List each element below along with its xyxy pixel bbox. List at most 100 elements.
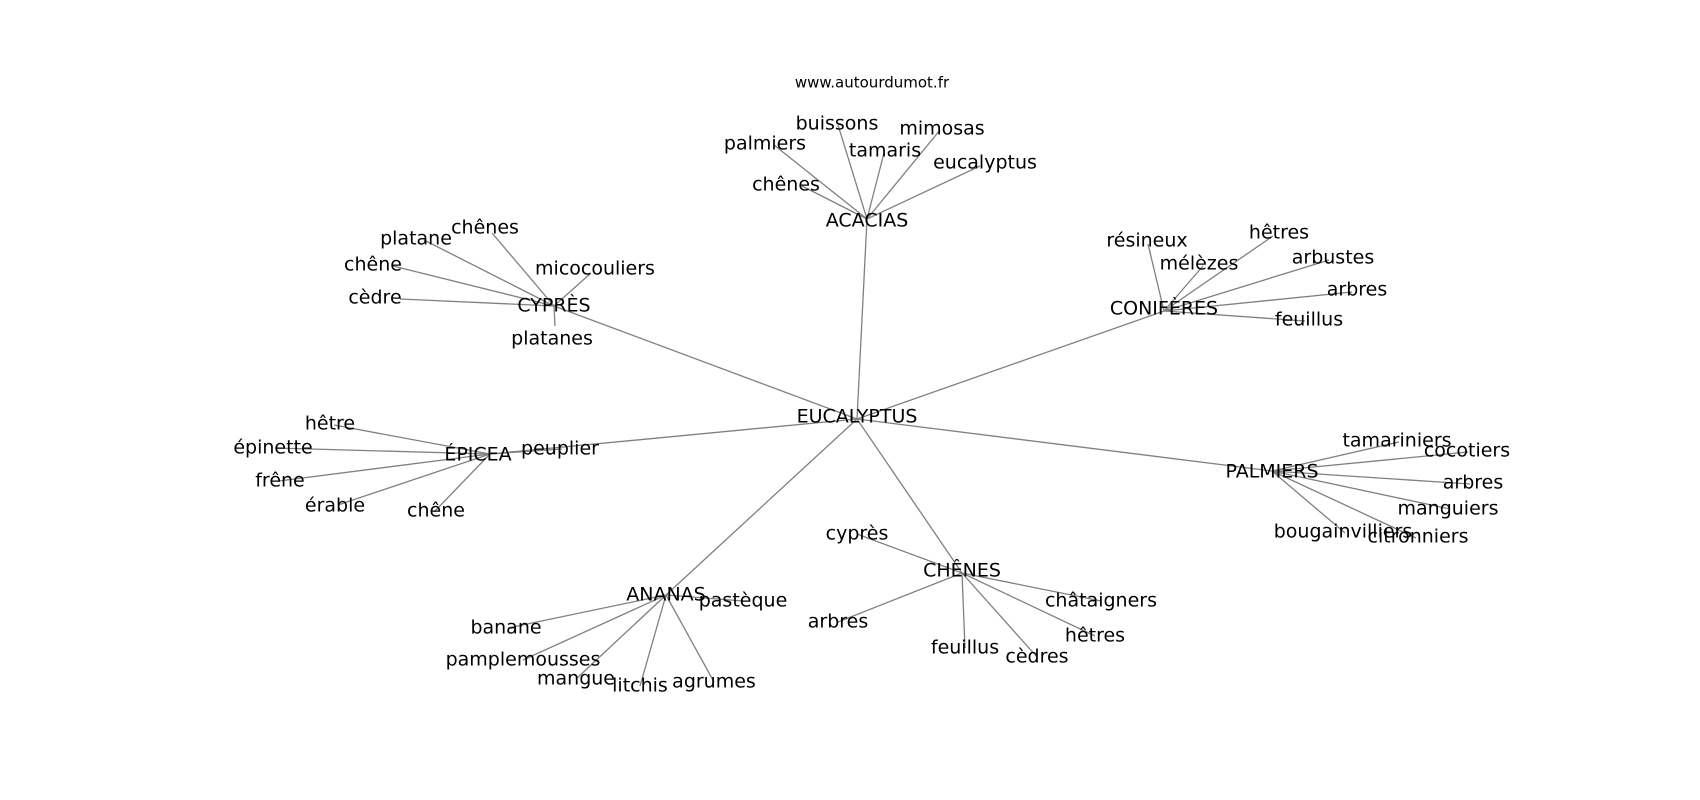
leaf-node[interactable]: feuillus bbox=[931, 637, 999, 659]
hub-node[interactable]: ANANAS bbox=[626, 584, 705, 606]
hub-leaf-edge bbox=[553, 305, 556, 327]
leaf-node[interactable]: érable bbox=[305, 495, 365, 517]
leaf-node[interactable]: palmiers bbox=[724, 133, 806, 155]
hub-leaf-edge bbox=[1163, 291, 1353, 312]
leaf-node[interactable]: tamaris bbox=[849, 140, 921, 162]
root-hub-edge bbox=[553, 305, 858, 420]
root-hub-edge bbox=[856, 218, 868, 420]
leaf-node[interactable]: hêtres bbox=[1065, 625, 1125, 647]
leaf-node[interactable]: cèdres bbox=[1005, 646, 1068, 668]
leaf-node[interactable]: tamariniers bbox=[1342, 430, 1451, 452]
cluster-acacias: ACACIAS chênes palmiers buissons tamaris… bbox=[724, 113, 1037, 232]
hub-leaf-edge bbox=[399, 298, 555, 307]
leaf-node[interactable]: mangue bbox=[537, 668, 615, 690]
hub-leaf-edge bbox=[837, 124, 868, 220]
leaf-node[interactable]: arbres bbox=[1327, 279, 1388, 301]
hub-leaf-edge bbox=[665, 594, 715, 683]
hub-leaf-edge bbox=[866, 129, 941, 220]
root-hub-edge bbox=[856, 310, 1165, 420]
hub-leaf-edge bbox=[491, 232, 555, 307]
leaf-node[interactable]: peuplier bbox=[521, 438, 599, 460]
hub-leaf-edge bbox=[961, 572, 1038, 658]
hub-leaf-edge bbox=[433, 453, 491, 513]
hub-leaf-edge bbox=[522, 594, 667, 661]
leaf-node[interactable]: châtaigners bbox=[1045, 590, 1157, 612]
hub-node[interactable]: ACACIAS bbox=[826, 210, 909, 232]
hub-leaf-edge bbox=[575, 594, 667, 680]
hub-leaf-edge bbox=[489, 448, 563, 455]
root-hub-edge bbox=[856, 418, 963, 574]
hub-leaf-edge bbox=[866, 152, 885, 220]
leaf-node[interactable]: platanes bbox=[511, 328, 593, 350]
leaf-node[interactable]: chênes bbox=[752, 174, 820, 196]
hub-leaf-edge bbox=[773, 144, 868, 220]
hub-leaf-edge bbox=[1163, 265, 1204, 312]
hub-node[interactable]: CYPRÈS bbox=[517, 294, 590, 317]
hub-leaf-edge bbox=[961, 572, 1096, 637]
leaf-node[interactable]: résineux bbox=[1106, 230, 1187, 252]
hub-leaf-edge bbox=[961, 572, 966, 649]
leaf-node[interactable]: épinette bbox=[233, 437, 312, 459]
leaf-node[interactable]: pamplemousses bbox=[446, 649, 601, 671]
hub-leaf-edge bbox=[507, 594, 667, 629]
leaf-node[interactable]: chênes bbox=[451, 217, 519, 239]
leaf-node[interactable]: platane bbox=[380, 228, 452, 250]
leaf-node[interactable]: litchis bbox=[612, 675, 668, 697]
leaf-node[interactable]: manguiers bbox=[1398, 498, 1499, 520]
cluster-palmiers: PALMIERS tamariniers cocotiers arbres ma… bbox=[1225, 430, 1510, 548]
leaf-node[interactable]: micocouliers bbox=[535, 258, 655, 280]
cluster-cypres: CYPRÈS cèdre chêne platane chênes micoco… bbox=[344, 217, 655, 350]
leaf-node[interactable]: frêne bbox=[255, 470, 305, 492]
hub-node[interactable]: CHÊNES bbox=[923, 559, 1001, 582]
hub-leaf-edge bbox=[1271, 470, 1451, 510]
hub-leaf-edge bbox=[1271, 470, 1417, 539]
leaf-node[interactable]: hêtres bbox=[1249, 222, 1309, 244]
cluster-coniferes: CONIFÈRES résineux mélèzes hêtres arbust… bbox=[1106, 222, 1387, 331]
hub-leaf-edge bbox=[837, 572, 963, 623]
hub-leaf-edge bbox=[1271, 470, 1471, 485]
hub-leaf-edge bbox=[278, 453, 491, 482]
leaf-node[interactable]: buissons bbox=[796, 113, 879, 135]
hub-leaf-edge bbox=[274, 447, 491, 455]
hub-leaf-edge bbox=[866, 165, 981, 220]
hub-leaf-edge bbox=[337, 453, 491, 506]
leaf-node[interactable]: arbustes bbox=[1292, 247, 1375, 269]
leaf-node[interactable]: bougainvilliers bbox=[1274, 521, 1413, 543]
leaf-node[interactable]: citronniers bbox=[1368, 526, 1469, 548]
hub-leaf-edge bbox=[639, 594, 667, 687]
leaf-node[interactable]: arbres bbox=[1443, 472, 1504, 494]
hub-leaf-edge bbox=[392, 265, 555, 307]
hub-leaf-edge bbox=[1163, 310, 1306, 322]
hub-leaf-edge bbox=[1271, 470, 1346, 534]
leaf-node[interactable]: banane bbox=[470, 617, 541, 639]
hub-leaf-edge bbox=[1163, 235, 1274, 312]
leaf-node[interactable]: feuillus bbox=[1275, 309, 1343, 331]
cluster-epicea: ÉPICEA hêtre épinette frêne érable chêne… bbox=[233, 413, 599, 522]
hub-leaf-edge bbox=[553, 272, 592, 307]
hub-node[interactable]: CONIFÈRES bbox=[1110, 297, 1218, 320]
leaf-node[interactable]: agrumes bbox=[672, 671, 756, 693]
hub-node[interactable]: PALMIERS bbox=[1225, 461, 1318, 483]
hub-leaf-edge bbox=[333, 424, 491, 455]
site-label: www.autourdumot.fr bbox=[795, 74, 950, 92]
leaf-node[interactable]: cèdre bbox=[348, 287, 401, 309]
leaf-node[interactable]: hêtre bbox=[305, 413, 355, 435]
leaf-node[interactable]: chêne bbox=[407, 500, 465, 522]
hub-leaf-edge bbox=[1147, 243, 1165, 312]
root-hub-edge bbox=[665, 418, 858, 596]
leaf-node[interactable]: pastèque bbox=[699, 590, 788, 612]
leaf-node[interactable]: chêne bbox=[344, 254, 402, 276]
leaf-node[interactable]: mélèzes bbox=[1160, 253, 1239, 275]
root-hub-edge bbox=[856, 418, 1273, 472]
leaf-node[interactable]: cyprès bbox=[826, 523, 889, 545]
hub-leaf-edge bbox=[1271, 441, 1400, 472]
hub-node[interactable]: ÉPICEA bbox=[444, 443, 511, 466]
hub-leaf-edge bbox=[665, 594, 744, 602]
leaf-node[interactable]: cocotiers bbox=[1424, 440, 1510, 462]
leaf-node[interactable]: eucalyptus bbox=[933, 152, 1037, 174]
leaf-node[interactable]: mimosas bbox=[899, 118, 984, 140]
hub-leaf-edge bbox=[1271, 451, 1469, 472]
leaf-node[interactable]: arbres bbox=[808, 611, 869, 633]
root-node[interactable]: EUCALYPTUS bbox=[797, 406, 918, 428]
